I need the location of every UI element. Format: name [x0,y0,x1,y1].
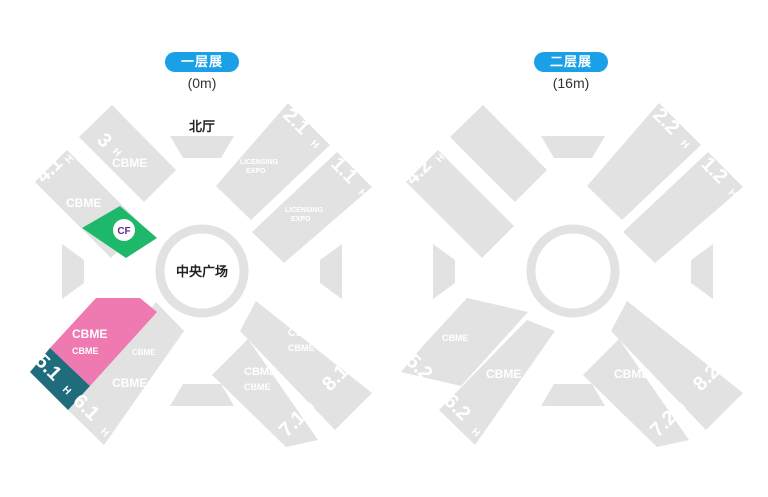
licensing-logo-hall-1-1: LICENSING [285,207,324,214]
licensing-logo-hall-2-1: LICENSING [240,159,279,166]
floor1-title-badge[interactable]: 一层展 [165,52,239,72]
hall-5-2-unit: H [431,384,444,397]
east-connector-block [320,244,342,299]
south-connector-block [170,384,234,406]
hall-8-1-unit: H [348,355,361,368]
cbme-logo-hall-6-1-b: CBME [112,376,147,390]
central-plaza-ring[interactable] [155,224,249,318]
f2-central-ring [526,224,620,318]
central-plaza-label: 中央广场 [176,264,228,279]
floor2-map [401,103,743,447]
cbme-logo-hall-6-2: CBME [486,367,521,381]
expo-logo-hall-1-1: EXPO [291,216,311,223]
cbme-logo-pink-2: CBME [72,346,99,356]
cbme-logo-hall-7-1-a: CBME [244,366,276,378]
hall-8-2-unit: H [719,355,732,368]
cf-logo-text: CF [117,226,130,237]
hall-7-1-block[interactable] [212,339,318,447]
hall-5-2-block[interactable] [401,298,528,386]
f2-east-block [691,244,713,299]
cbme-logo-hall-7-1-b: CBME [244,382,271,392]
floor1-map [35,103,372,447]
north-hall-block[interactable] [170,136,234,158]
cf-logo-circle [113,219,135,241]
floor1-height-label: (0m) [187,75,217,91]
hall-2-2-block[interactable] [587,103,701,220]
hall-1-2-block[interactable] [623,152,743,263]
cbme-logo-hall-8-1-b: CBME [288,343,315,353]
hall-4-2-block[interactable] [406,150,514,258]
floor2-title-badge[interactable]: 二层展 [534,52,608,72]
north-hall-label: 北厅 [189,119,215,134]
cbme-logo-hall-4-1: CBME [66,196,101,210]
hall-5-1-block[interactable] [30,348,90,410]
hall-2-1-block[interactable] [216,103,330,220]
f2-west-block [433,244,455,299]
hall-4-2-inner-block[interactable] [450,105,547,202]
cbme-pink-zone[interactable] [50,298,157,386]
cbme-logo-hall-8-1-a: CBME [288,327,320,339]
cbme-logo-pink-1: CBME [72,327,107,341]
hall-7-2-block[interactable] [583,339,689,447]
floor2-height-label: (16m) [552,75,590,91]
cbme-logo-hall-6-1-a: CBME [132,348,156,357]
cbme-logo-hall-7-2: CBME [614,367,649,381]
hall-6-1-block[interactable] [68,302,184,445]
cbme-logo-hall-5-2: CBME [442,333,469,343]
f2-north-block [541,136,605,158]
hall-3-block[interactable] [79,105,176,202]
hall-1-1-block[interactable] [252,152,372,263]
cbme-logo-hall-3: CBME [112,156,147,170]
expo-logo-hall-2-1: EXPO [246,168,266,175]
hall-8-2-block[interactable] [611,301,743,430]
f2-south-block [541,384,605,406]
west-connector-block [62,244,84,299]
hall-8-1-block[interactable] [240,301,372,430]
hall-6-2-block[interactable] [439,320,555,445]
